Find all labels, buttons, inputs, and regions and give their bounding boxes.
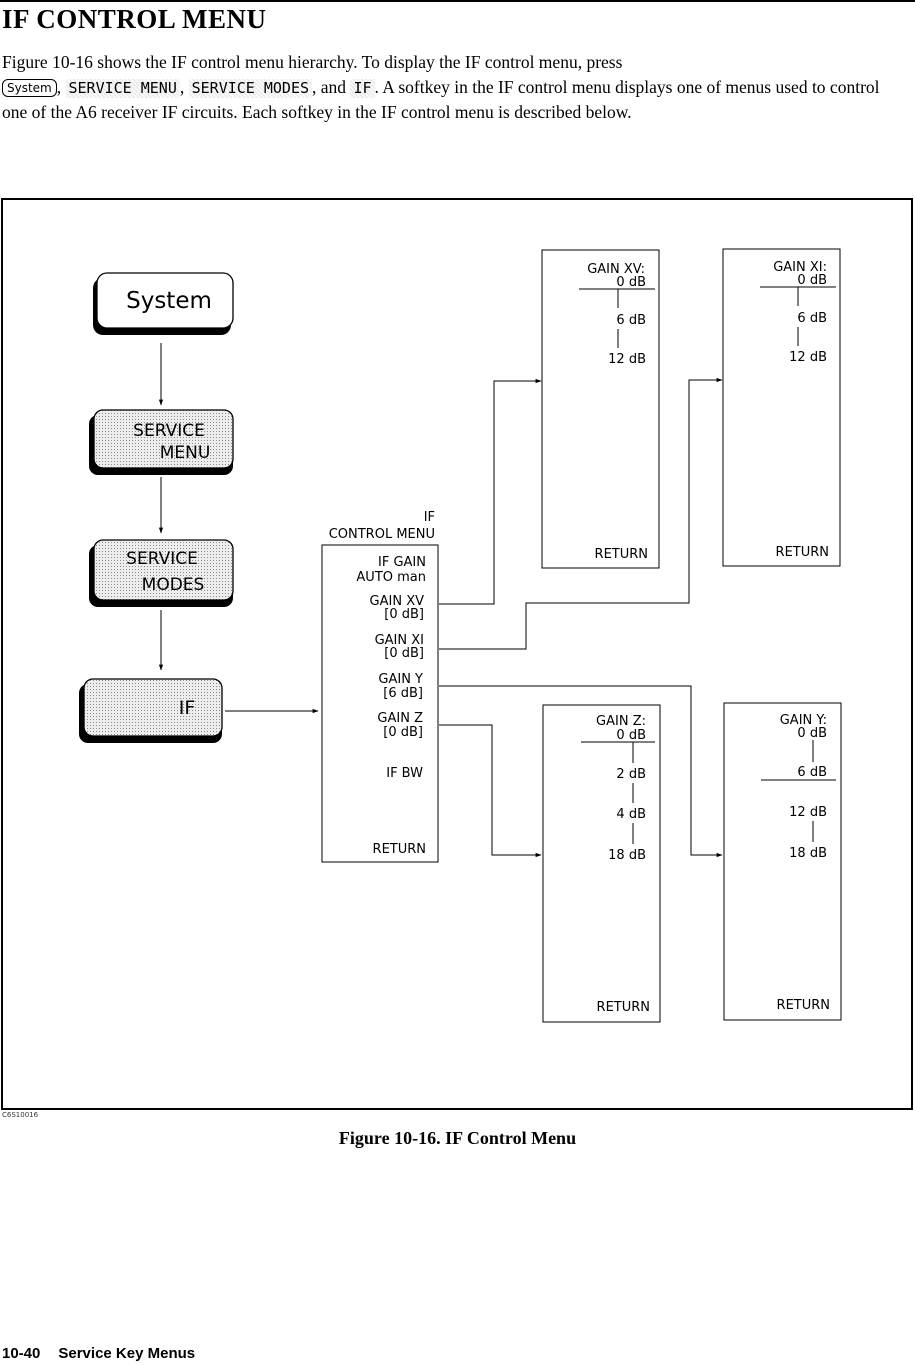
gain-xv-option-1: 6 dB [616, 313, 646, 328]
gain-xi-option-2: 12 dB [789, 350, 827, 365]
if-control-menu-diagram: System SERVICE MENU SERVICE MODES IF IF … [79, 248, 842, 1023]
gain-xi-option-0: 0 dB [797, 273, 827, 288]
top-rule [0, 0, 915, 2]
figure-caption: Figure 10-16. IF Control Menu [338, 1128, 577, 1148]
intro-sep-3: , and [312, 77, 347, 97]
section-title: IF CONTROL MENU [2, 4, 267, 34]
gain-xv-label: GAIN XV [370, 594, 425, 609]
gain-z-option-2: 4 dB [616, 807, 646, 822]
if-menu-return: RETURN [373, 842, 426, 857]
gain-z-menu-title: GAIN Z: [596, 714, 646, 729]
service-modes-key-label-2: MODES [142, 575, 205, 595]
gain-y-value: [6 dB] [383, 686, 423, 701]
footer-title: Service Key Menus [58, 1345, 196, 1362]
if-menu-title-1: IF [424, 510, 435, 525]
if-bw-label: IF BW [386, 766, 423, 781]
service-menu-key-label-1: SERVICE [133, 421, 205, 441]
service-menu-softkey: SERVICE MENU [65, 79, 180, 98]
intro-text-1: Figure 10-16 shows the IF control menu h… [2, 52, 623, 72]
gain-xv-option-2: 12 dB [608, 352, 646, 367]
if-control-menu: IF CONTROL MENU IF GAIN AUTO man GAIN XV… [321, 510, 439, 863]
gain-z-value: [0 dB] [383, 725, 423, 740]
gain-z-option-3: 18 dB [608, 848, 646, 863]
intro-text-2: . A softkey in the IF control menu displ… [2, 77, 880, 122]
if-key-label: IF [179, 697, 196, 719]
page-footer: 10-40 Service Key Menus [2, 1345, 213, 1362]
gain-y-return: RETURN [777, 998, 830, 1013]
intro-paragraph: Figure 10-16 shows the IF control menu h… [2, 50, 907, 125]
gain-y-menu-title: GAIN Y: [780, 713, 827, 728]
gain-xi-return: RETURN [776, 545, 829, 560]
gain-xi-menu-title: GAIN XI: [773, 260, 827, 275]
if-menu-title-2: CONTROL MENU [329, 527, 435, 542]
system-key: System [2, 79, 57, 97]
gain-y-menu: GAIN Y: 0 dB 6 dB 12 dB 18 dB RETURN [723, 702, 842, 1021]
if-gain-label: IF GAIN [378, 555, 426, 570]
gain-y-label: GAIN Y [378, 672, 423, 687]
service-menu-key: SERVICE MENU [89, 409, 234, 475]
figure-frame: System SERVICE MENU SERVICE MODES IF IF … [1, 198, 913, 1110]
if-gain-state: AUTO man [356, 570, 426, 585]
gain-xv-menu: GAIN XV: 0 dB 6 dB 12 dB RETURN [541, 249, 660, 569]
page-number: 10-40 [2, 1345, 41, 1362]
gain-y-option-1: 6 dB [797, 765, 827, 780]
if-softkey: IF [350, 79, 375, 98]
gain-z-option-0: 0 dB [616, 728, 646, 743]
service-modes-softkey: SERVICE MODES [188, 79, 313, 98]
figure-id: C6S10016 [2, 1111, 39, 1119]
if-key: IF [79, 678, 223, 743]
gain-z-menu: GAIN Z: 0 dB 2 dB 4 dB 18 dB RETURN [542, 704, 661, 1023]
gain-xv-menu-title: GAIN XV: [587, 262, 645, 277]
system-hardkey: System [93, 272, 234, 335]
gain-xv-option-0: 0 dB [616, 275, 646, 290]
gain-xi-value: [0 dB] [384, 646, 424, 661]
system-key-label: System [126, 288, 212, 314]
gain-y-option-0: 0 dB [797, 726, 827, 741]
gain-xv-return: RETURN [595, 547, 648, 562]
gain-xi-label: GAIN XI [375, 633, 424, 648]
service-modes-key: SERVICE MODES [89, 539, 234, 607]
service-modes-key-label-1: SERVICE [126, 549, 198, 569]
gain-z-return: RETURN [597, 1000, 650, 1015]
service-menu-key-label-2: MENU [160, 443, 211, 463]
gain-xi-option-1: 6 dB [797, 311, 827, 326]
gain-y-option-3: 18 dB [789, 846, 827, 861]
gain-y-option-2: 12 dB [789, 805, 827, 820]
gain-z-option-1: 2 dB [616, 767, 646, 782]
gain-z-label: GAIN Z [377, 711, 423, 726]
intro-sep-2: , [179, 77, 185, 97]
intro-sep-1: , [56, 77, 62, 97]
gain-xv-value: [0 dB] [384, 607, 424, 622]
gain-xi-menu: GAIN XI: 0 dB 6 dB 12 dB RETURN [722, 248, 841, 567]
